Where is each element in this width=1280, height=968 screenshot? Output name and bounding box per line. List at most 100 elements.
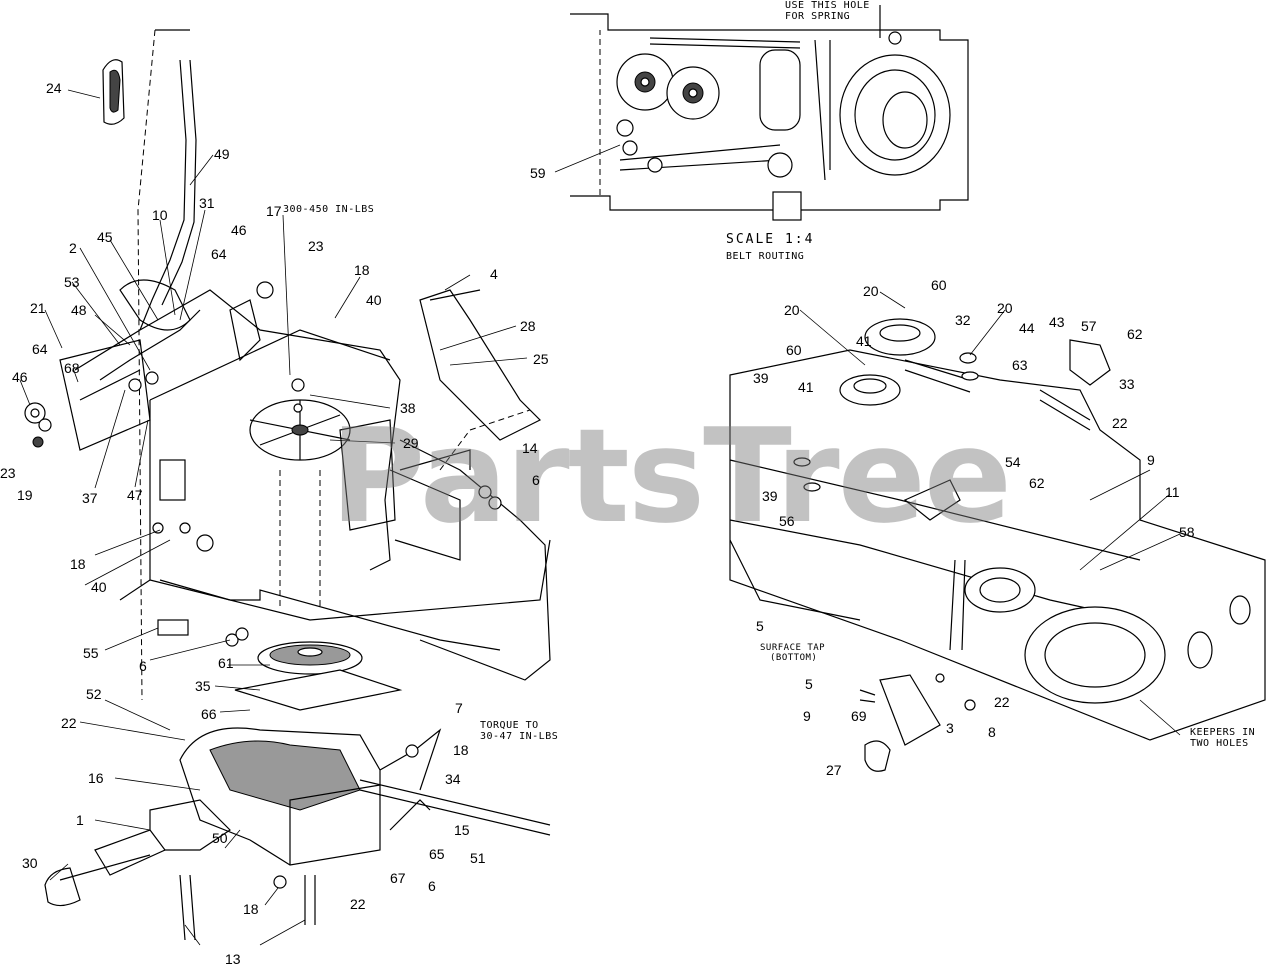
right-deck-assembly: [729, 318, 1266, 772]
callout-37: 37: [82, 490, 98, 506]
callout-23: 23: [308, 238, 324, 254]
callout-39: 39: [762, 488, 778, 504]
callout-14: 14: [522, 440, 538, 456]
keepers-note-line1: KEEPERS IN: [1190, 727, 1256, 738]
callout-55: 55: [83, 645, 99, 661]
callout-19: 19: [17, 487, 33, 503]
callout-65: 65: [429, 846, 445, 862]
callout-2: 2: [69, 240, 77, 256]
spring-hole-note-line2: FOR SPRING: [785, 11, 851, 22]
callout-49: 49: [214, 146, 230, 162]
callout-3: 3: [946, 720, 954, 736]
callout-27: 27: [826, 762, 842, 778]
callout-31: 31: [199, 195, 215, 211]
callout-35: 35: [195, 678, 211, 694]
callout-58: 58: [1179, 524, 1195, 540]
leader-lines: [19, 89, 1181, 946]
callout-17: 17: [266, 203, 282, 219]
callout-47: 47: [127, 487, 143, 503]
callout-38: 38: [400, 400, 416, 416]
callout-9: 9: [803, 708, 811, 724]
callout-48: 48: [71, 302, 87, 318]
callout-33: 33: [1119, 376, 1135, 392]
callout-28: 28: [520, 318, 536, 334]
callout-40: 40: [366, 292, 382, 308]
shift-lever-assembly: [102, 29, 197, 701]
callout-5: 5: [805, 676, 813, 692]
callout-39: 39: [753, 370, 769, 386]
callout-13: 13: [225, 951, 241, 967]
callout-5: 5: [756, 618, 764, 634]
callout-59: 59: [530, 165, 546, 181]
callout-22: 22: [994, 694, 1010, 710]
callout-54: 54: [1005, 454, 1021, 470]
torque-note-bottom-line1: TORQUE TO: [480, 720, 539, 731]
callout-56: 56: [779, 513, 795, 529]
callout-1: 1: [76, 812, 84, 828]
torque-note-top: 300-450 IN-LBS: [283, 204, 375, 215]
callout-25: 25: [533, 351, 549, 367]
callout-63: 63: [1012, 357, 1028, 373]
callout-62: 62: [1029, 475, 1045, 491]
callout-20: 20: [863, 283, 879, 299]
callout-22: 22: [350, 896, 366, 912]
callout-22: 22: [61, 715, 77, 731]
callout-45: 45: [97, 229, 113, 245]
callout-10: 10: [152, 207, 168, 223]
callout-41: 41: [856, 333, 872, 349]
callout-61: 61: [218, 655, 234, 671]
callout-57: 57: [1081, 318, 1097, 334]
keepers-note-line2: TWO HOLES: [1190, 738, 1249, 749]
callout-22: 22: [1112, 415, 1128, 431]
callout-60: 60: [931, 277, 947, 293]
callout-44: 44: [1019, 320, 1035, 336]
callout-18: 18: [70, 556, 86, 572]
callout-34: 34: [445, 771, 461, 787]
callout-11: 11: [1165, 484, 1180, 500]
callout-68: 68: [64, 360, 80, 376]
callout-23: 23: [0, 465, 16, 481]
callout-29: 29: [403, 435, 419, 451]
callout-16: 16: [88, 770, 104, 786]
callout-15: 15: [454, 822, 470, 838]
callout-64: 64: [211, 246, 227, 262]
callout-67: 67: [390, 870, 406, 886]
callout-32: 32: [955, 312, 971, 328]
callout-18: 18: [243, 901, 259, 917]
scale-label: SCALE 1:4: [726, 232, 815, 247]
callout-4: 4: [490, 266, 498, 282]
callout-40: 40: [91, 579, 107, 595]
left-frame-assembly: [24, 281, 551, 681]
parts-tree-watermark: PartsTree: [330, 400, 1012, 552]
callout-20: 20: [997, 300, 1013, 316]
callout-62: 62: [1127, 326, 1143, 342]
callout-6: 6: [532, 472, 540, 488]
callout-6: 6: [139, 658, 147, 674]
callout-50: 50: [212, 830, 228, 846]
belt-routing-inset: [570, 5, 969, 221]
torque-note-bottom-line2: 30-47 IN-LBS: [480, 731, 559, 742]
callout-20: 20: [784, 302, 800, 318]
spring-hole-note-line1: USE THIS HOLE: [785, 0, 870, 11]
callout-66: 66: [201, 706, 217, 722]
callout-24: 24: [46, 80, 62, 96]
surface-tap-note-line1: SURFACE TAP: [760, 643, 826, 653]
callout-51: 51: [470, 850, 486, 866]
surface-tap-note-line2: (BOTTOM): [770, 653, 818, 663]
callout-6: 6: [428, 878, 436, 894]
callout-53: 53: [64, 274, 80, 290]
callout-18: 18: [453, 742, 469, 758]
callout-43: 43: [1049, 314, 1065, 330]
callout-9: 9: [1147, 452, 1155, 468]
callout-30: 30: [22, 855, 38, 871]
callout-60: 60: [786, 342, 802, 358]
callout-46: 46: [12, 369, 28, 385]
callout-52: 52: [86, 686, 102, 702]
transmission-assembly: [44, 641, 551, 941]
callout-64: 64: [32, 341, 48, 357]
callout-41: 41: [798, 379, 814, 395]
callout-21: 21: [30, 300, 46, 316]
callout-69: 69: [851, 708, 867, 724]
callout-46: 46: [231, 222, 247, 238]
